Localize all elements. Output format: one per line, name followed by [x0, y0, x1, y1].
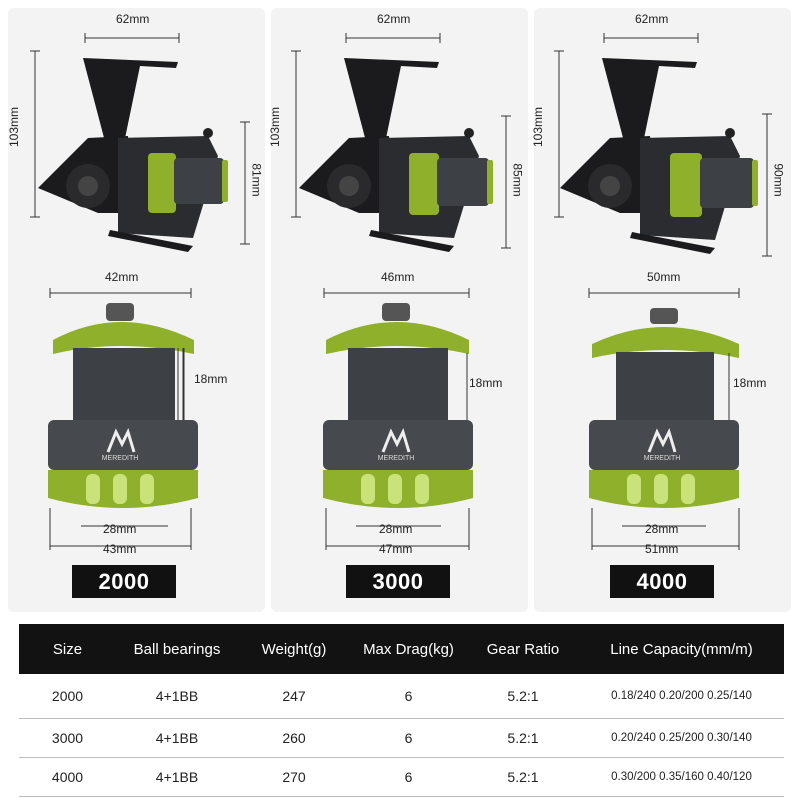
spool-depth-label: 18mm	[469, 376, 503, 390]
spool-depth-label: 18mm	[194, 372, 228, 386]
spool-inner-diameter-label: 28mm	[103, 522, 137, 536]
reel-illustration: MEREDITH	[291, 33, 511, 550]
table-header-row: Size Ball bearings Weight(g) Max Drag(kg…	[19, 624, 784, 674]
spool-top-diameter-label: 42mm	[105, 270, 139, 284]
model-badge-3000: 3000	[346, 565, 450, 598]
cell-weight: 260	[238, 718, 350, 758]
header-max-drag: Max Drag(kg)	[350, 624, 467, 674]
header-size: Size	[19, 624, 116, 674]
reel-width-label: 62mm	[635, 12, 669, 26]
cell-max-drag: 6	[350, 674, 467, 719]
spool-inner-diameter-label: 28mm	[645, 522, 679, 536]
reel-panel-3000: MEREDITH 62mm 103mm 85mm 46mm 18mm 28mm …	[268, 8, 528, 612]
header-ball-bearings: Ball bearings	[116, 624, 238, 674]
spool-logo-text: MEREDITH	[102, 455, 139, 462]
spool-top-diameter-label: 46mm	[381, 270, 415, 284]
reel-height-label: 103mm	[7, 106, 22, 148]
cell-max-drag: 6	[350, 718, 467, 758]
cell-weight: 270	[238, 757, 350, 797]
body-height-label: 85mm	[510, 163, 525, 197]
cell-size: 3000	[19, 718, 116, 758]
cell-gear-ratio: 5.2:1	[467, 757, 579, 797]
spool-bottom-diameter-label: 43mm	[103, 542, 137, 556]
cell-line-capacity: 0.18/240 0.20/200 0.25/140	[579, 674, 784, 719]
table-row: 3000 4+1BB 260 6 5.2:1 0.20/240 0.25/200…	[19, 718, 784, 758]
model-badge-4000: 4000	[610, 565, 714, 598]
cell-weight: 247	[238, 674, 350, 719]
spool-bottom-diameter-label: 47mm	[379, 542, 413, 556]
spool-inner-diameter-label: 28mm	[379, 522, 413, 536]
cell-line-capacity: 0.30/200 0.35/160 0.40/120	[579, 757, 784, 797]
table-row: 4000 4+1BB 270 6 5.2:1 0.30/200 0.35/160…	[19, 757, 784, 797]
spec-table: Size Ball bearings Weight(g) Max Drag(kg…	[19, 624, 784, 797]
cell-size: 4000	[19, 757, 116, 797]
cell-ball-bearings: 4+1BB	[116, 674, 238, 719]
spool-logo-text: MEREDITH	[378, 455, 415, 462]
cell-gear-ratio: 5.2:1	[467, 674, 579, 719]
reel-illustration: MEREDITH	[554, 33, 772, 550]
reel-panel-2000: MEREDITH 62mm 103mm 81mm 42mm 18mm 28mm …	[7, 8, 265, 612]
spool-bottom-diameter-label: 51mm	[645, 542, 679, 556]
reel-panel-4000: MEREDITH 62mm 103mm 90mm 50mm 18mm 28mm …	[531, 8, 791, 612]
table-row: 2000 4+1BB 247 6 5.2:1 0.18/240 0.20/200…	[19, 674, 784, 719]
cell-ball-bearings: 4+1BB	[116, 718, 238, 758]
header-gear-ratio: Gear Ratio	[467, 624, 579, 674]
spool-top-diameter-label: 50mm	[647, 270, 681, 284]
cell-ball-bearings: 4+1BB	[116, 757, 238, 797]
body-height-label: 81mm	[249, 163, 264, 197]
reel-width-label: 62mm	[377, 12, 411, 26]
reel-height-label: 103mm	[268, 106, 283, 148]
cell-max-drag: 6	[350, 757, 467, 797]
cell-gear-ratio: 5.2:1	[467, 718, 579, 758]
model-badge-2000: 2000	[72, 565, 176, 598]
spool-logo-text: MEREDITH	[644, 455, 681, 462]
reel-height-label: 103mm	[531, 106, 546, 148]
header-line-capacity: Line Capacity(mm/m)	[579, 624, 784, 674]
body-height-label: 90mm	[771, 163, 786, 197]
reel-width-label: 62mm	[116, 12, 150, 26]
header-weight: Weight(g)	[238, 624, 350, 674]
spool-depth-label: 18mm	[733, 376, 767, 390]
cell-size: 2000	[19, 674, 116, 719]
reel-illustration: MEREDITH	[30, 33, 250, 550]
cell-line-capacity: 0.20/240 0.25/200 0.30/140	[579, 718, 784, 758]
